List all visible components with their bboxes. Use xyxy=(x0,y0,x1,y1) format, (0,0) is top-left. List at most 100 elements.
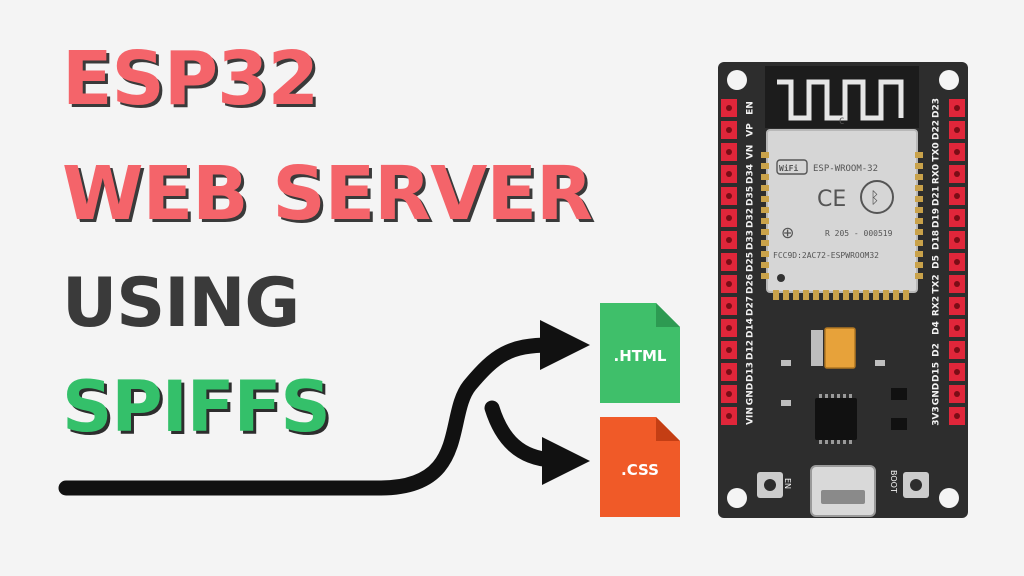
left-pin-hole-14 xyxy=(726,413,732,419)
right-pin-hole-9 xyxy=(954,303,960,309)
module-pad-left-1 xyxy=(761,163,769,169)
wifi-logo-text: WiFi xyxy=(779,163,798,173)
bluetooth-logo xyxy=(860,180,894,214)
left-pin-hole-10 xyxy=(726,325,732,331)
module-pad-bottom-11 xyxy=(883,290,889,300)
right-pin-label-9: RX2 xyxy=(932,296,942,316)
left-pin-hole-12 xyxy=(726,369,732,375)
module-pad-bottom-7 xyxy=(843,290,849,300)
right-pin-hole-8 xyxy=(954,281,960,287)
module-pad-bottom-4 xyxy=(813,290,819,300)
module-pad-bottom-12 xyxy=(893,290,899,300)
html-file-fold xyxy=(656,303,680,327)
module-pad-right-3 xyxy=(915,185,923,191)
title-line-web-server: WEB SERVER xyxy=(62,151,593,237)
html-file-icon: .HTML xyxy=(600,303,680,403)
regulatory-code: R 205 - 000519 xyxy=(825,229,893,238)
right-pin-label-3: RX0 xyxy=(932,164,942,184)
css-file-label: .CSS xyxy=(621,461,659,479)
uart-chip-pin-bottom-1 xyxy=(825,440,828,444)
smd-cap-b xyxy=(781,400,791,406)
right-pin-hole-3 xyxy=(954,171,960,177)
module-pad-bottom-9 xyxy=(863,290,869,300)
left-pin-hole-13 xyxy=(726,391,732,397)
right-pin-hole-5 xyxy=(954,215,960,221)
uart-chip-pin-top-2 xyxy=(831,394,834,398)
module-pad-right-4 xyxy=(915,196,923,202)
left-pin-label-0: EN xyxy=(746,101,756,115)
right-pin-label-8: TX2 xyxy=(932,274,942,293)
ce-mark: CE xyxy=(817,187,846,212)
left-pin-label-7: D25 xyxy=(746,252,756,272)
left-pin-label-13: GND xyxy=(746,383,756,405)
left-pin-label-1: VP xyxy=(746,123,756,137)
right-pin-hole-7 xyxy=(954,259,960,265)
left-pin-label-4: D35 xyxy=(746,186,756,206)
module-pad-bottom-6 xyxy=(833,290,839,300)
left-pin-label-9: D27 xyxy=(746,296,756,316)
voltage-regulator xyxy=(824,327,856,369)
uart-chip-pin-top-5 xyxy=(849,394,852,398)
module-pad-right-10 xyxy=(915,262,923,268)
module-name: ESP-WROOM-32 xyxy=(813,164,878,174)
left-pin-label-14: VIN xyxy=(746,407,756,425)
uart-chip-pin-bottom-0 xyxy=(819,440,822,444)
smd-cap-c xyxy=(875,360,885,366)
html-file-shape xyxy=(600,303,680,403)
right-pin-header xyxy=(949,99,965,425)
module-pads xyxy=(761,152,923,300)
module-pad-left-9 xyxy=(761,251,769,257)
left-pin-label-6: D33 xyxy=(746,230,756,250)
module-pad-right-9 xyxy=(915,251,923,257)
left-pin-header xyxy=(721,99,737,425)
right-pin-hole-11 xyxy=(954,347,960,353)
module-pad-right-2 xyxy=(915,174,923,180)
right-pin-label-0: D23 xyxy=(932,98,942,118)
module-pad-bottom-8 xyxy=(853,290,859,300)
right-pin-hole-13 xyxy=(954,391,960,397)
right-pin-label-11: D2 xyxy=(932,343,942,357)
module-pad-bottom-0 xyxy=(773,290,779,300)
right-pin-hole-0 xyxy=(954,105,960,111)
pin1-dot xyxy=(777,274,785,282)
module-pad-right-0 xyxy=(915,152,923,158)
left-pin-hole-1 xyxy=(726,127,732,133)
left-pin-label-8: D26 xyxy=(746,274,756,294)
mount-hole-br xyxy=(939,488,959,508)
uart-chip-pin-top-0 xyxy=(819,394,822,398)
right-pin-hole-2 xyxy=(954,149,960,155)
module-pad-left-3 xyxy=(761,185,769,191)
uart-chip-pin-bottom-2 xyxy=(831,440,834,444)
left-pin-labels: ENVPVND34D35D32D33D25D26D27D14D12D13GNDV… xyxy=(746,101,756,425)
title-line-spiffs: SPIFFS xyxy=(62,366,331,448)
module-pad-right-7 xyxy=(915,229,923,235)
left-pin-hole-2 xyxy=(726,149,732,155)
arrow-head-html xyxy=(540,320,590,370)
boot-button-label: BOOT xyxy=(889,470,898,493)
left-pin-label-5: D32 xyxy=(746,208,756,228)
arrow-head-css xyxy=(542,437,590,485)
module-pad-bottom-10 xyxy=(873,290,879,300)
left-pin-label-12: D13 xyxy=(746,362,756,382)
left-pin-hole-11 xyxy=(726,347,732,353)
left-pin-label-11: D12 xyxy=(746,340,756,360)
uart-chip-pin-bottom-4 xyxy=(843,440,846,444)
left-pin-hole-5 xyxy=(726,215,732,221)
css-file-fold xyxy=(656,417,680,441)
uart-chip-pin-bottom-5 xyxy=(849,440,852,444)
module-pad-bottom-3 xyxy=(803,290,809,300)
fcc-id: FCC9D:2AC72-ESPWROOM32 xyxy=(773,251,879,260)
module-pad-left-11 xyxy=(761,273,769,279)
main-flow-arrow-line xyxy=(58,337,558,496)
left-pin-label-10: D14 xyxy=(746,318,756,338)
right-pin-label-13: GND xyxy=(932,383,942,405)
right-pin-label-7: D5 xyxy=(932,255,942,269)
mount-hole-bl xyxy=(727,488,747,508)
right-pin-label-2: TX0 xyxy=(932,142,942,161)
right-pin-label-5: D19 xyxy=(932,208,942,228)
module-pad-left-5 xyxy=(761,207,769,213)
left-pin-hole-4 xyxy=(726,193,732,199)
smd-cap-a xyxy=(781,360,791,366)
regulator-tab xyxy=(811,330,823,366)
